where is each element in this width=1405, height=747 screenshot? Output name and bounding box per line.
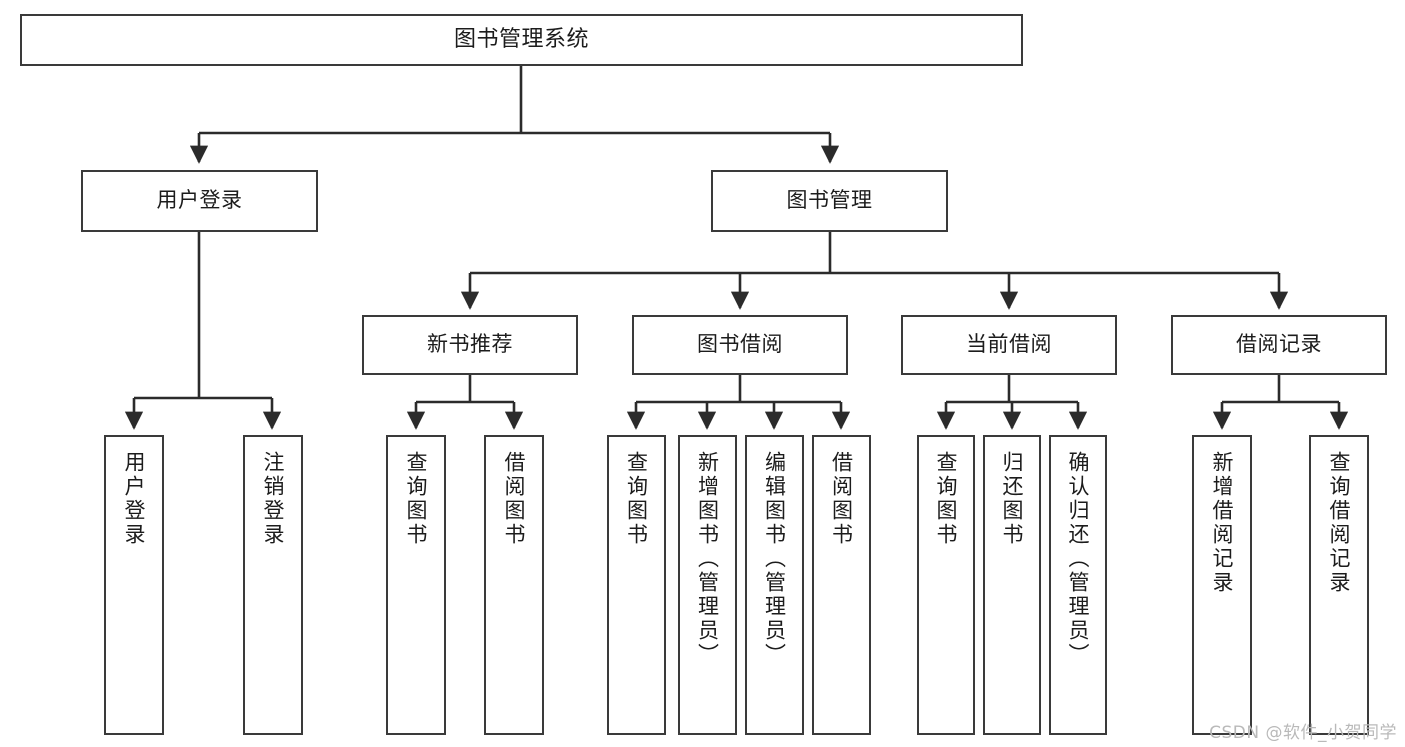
node-label: 归还图书 bbox=[1000, 451, 1025, 547]
node-label: 注销登录 bbox=[261, 451, 286, 547]
node-book-borrowing[interactable]: 图书借阅 bbox=[632, 315, 848, 375]
node-label: 新增图书（管理员） bbox=[695, 451, 720, 667]
leaf-borrow-book[interactable]: 借阅图书 bbox=[812, 435, 871, 735]
leaf-logout-login[interactable]: 注销登录 bbox=[243, 435, 303, 735]
node-label: 借阅记录 bbox=[1236, 332, 1322, 357]
node-label: 查询图书 bbox=[934, 451, 959, 547]
node-user-login[interactable]: 用户登录 bbox=[81, 170, 318, 232]
node-label: 查询图书 bbox=[404, 451, 429, 547]
node-label: 查询借阅记录 bbox=[1327, 451, 1352, 595]
leaf-query-book-current[interactable]: 查询图书 bbox=[917, 435, 975, 735]
leaf-query-borrow-record[interactable]: 查询借阅记录 bbox=[1309, 435, 1369, 735]
leaf-borrow-book-new[interactable]: 借阅图书 bbox=[484, 435, 544, 735]
node-label: 确认归还（管理员） bbox=[1066, 451, 1091, 667]
node-new-book-recommendation[interactable]: 新书推荐 bbox=[362, 315, 578, 375]
node-label: 图书借阅 bbox=[697, 332, 783, 357]
leaf-edit-book-admin[interactable]: 编辑图书（管理员） bbox=[745, 435, 804, 735]
node-label: 用户登录 bbox=[122, 451, 147, 547]
leaf-confirm-return-admin[interactable]: 确认归还（管理员） bbox=[1049, 435, 1107, 735]
node-label: 图书管理系统 bbox=[453, 26, 589, 52]
node-label: 编辑图书（管理员） bbox=[762, 451, 787, 667]
node-label: 借阅图书 bbox=[829, 451, 854, 547]
node-root-library-management-system[interactable]: 图书管理系统 bbox=[20, 14, 1023, 66]
leaf-return-book[interactable]: 归还图书 bbox=[983, 435, 1041, 735]
node-label: 借阅图书 bbox=[502, 451, 527, 547]
node-label: 查询图书 bbox=[624, 451, 649, 547]
csdn-watermark: CSDN @软件_小贺同学 bbox=[1209, 723, 1397, 743]
node-label: 图书管理 bbox=[786, 188, 873, 213]
node-current-borrowing[interactable]: 当前借阅 bbox=[901, 315, 1117, 375]
leaf-add-borrow-record[interactable]: 新增借阅记录 bbox=[1192, 435, 1252, 735]
leaf-query-book-new[interactable]: 查询图书 bbox=[386, 435, 446, 735]
node-book-management[interactable]: 图书管理 bbox=[711, 170, 948, 232]
node-label: 当前借阅 bbox=[966, 332, 1052, 357]
node-label: 用户登录 bbox=[156, 188, 243, 213]
node-label: 新增借阅记录 bbox=[1210, 451, 1235, 595]
leaf-add-book-admin[interactable]: 新增图书（管理员） bbox=[678, 435, 737, 735]
node-borrow-records[interactable]: 借阅记录 bbox=[1171, 315, 1387, 375]
leaf-user-login[interactable]: 用户登录 bbox=[104, 435, 164, 735]
leaf-query-book-borrow[interactable]: 查询图书 bbox=[607, 435, 666, 735]
node-label: 新书推荐 bbox=[427, 332, 513, 357]
